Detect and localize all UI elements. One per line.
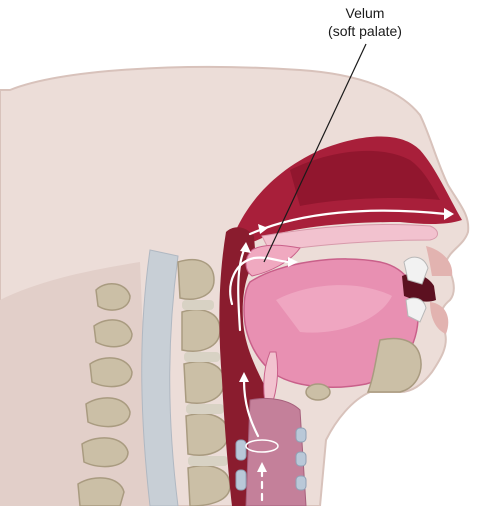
vertebra-4 (186, 414, 228, 455)
vertebra-1 (178, 260, 214, 299)
vertebra-3 (184, 362, 224, 403)
hyoid-bone (306, 384, 330, 400)
trachea (246, 398, 306, 506)
vertebra-2 (182, 310, 220, 351)
